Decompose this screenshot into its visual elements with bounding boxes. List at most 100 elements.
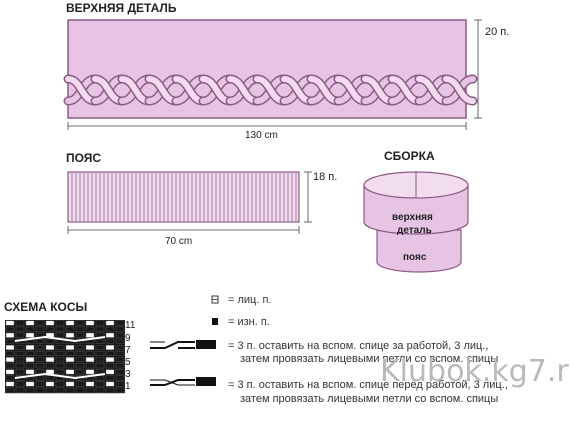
chart-cell: [85, 357, 95, 363]
chart-cell: [55, 369, 65, 375]
chart-cell: [85, 381, 95, 387]
chart-cell: [45, 326, 55, 332]
cable-cross-mark: [14, 335, 106, 343]
chart-cell: [45, 351, 55, 356]
row-number: 1: [125, 381, 131, 392]
chart-cell: [105, 387, 115, 393]
chart-cell: [105, 357, 115, 363]
assembly-lower-label: пояс: [403, 252, 427, 263]
belt-height-label: 18 п.: [313, 171, 337, 183]
chart-cell: [45, 363, 55, 369]
chart-cell: [65, 357, 75, 363]
chart-cell: [5, 369, 15, 375]
chart-cell: [25, 320, 35, 326]
assembly-belt-shape: [376, 229, 462, 273]
row-number: 9: [125, 333, 131, 344]
row-number: 7: [125, 345, 131, 356]
chart-cell: [105, 332, 115, 338]
chart-cell: [15, 351, 25, 356]
cable-back-symbol-icon: [150, 340, 216, 349]
chart-cell: [35, 326, 45, 332]
chart-cell: [45, 375, 55, 381]
row-number: 11: [125, 320, 136, 331]
chart-cell: [5, 338, 15, 344]
chart-cell: [35, 357, 45, 363]
chart-cell: [105, 375, 115, 381]
chart-cell: [65, 363, 75, 369]
chart-cell: [95, 357, 105, 363]
chart-cell: [45, 387, 55, 393]
chart-cell: [65, 351, 75, 356]
legend-cable-back-1: = 3 п. оставить на вспом. спице за работ…: [228, 340, 488, 352]
chart-cell: [65, 332, 75, 338]
chart-cell: [105, 369, 115, 375]
chart-cell: [5, 357, 15, 363]
chart-cell: [65, 369, 75, 375]
cable-braid: [63, 74, 478, 106]
chart-cell: [65, 345, 75, 350]
purl-symbol-icon: [212, 318, 218, 325]
chart-cell: [105, 351, 115, 356]
assembly-upper-label-1: верхняя: [392, 212, 433, 223]
chart-cell: [115, 369, 125, 375]
cable-chart-grid: [5, 320, 125, 394]
chart-cell: [5, 381, 15, 387]
chart-cell: [5, 345, 15, 350]
chart-cell: [35, 351, 45, 356]
chart-cell: [115, 363, 125, 369]
legend-knit: = лиц. п.: [228, 294, 271, 306]
chart-cell: [5, 363, 15, 369]
chart-cell: [5, 326, 15, 332]
chart-cell: [95, 345, 105, 350]
chart-cell: [105, 381, 115, 387]
chart-cell: [85, 320, 95, 326]
chart-cell: [55, 326, 65, 332]
row-numbers: 11 9 7 5 3 1: [125, 320, 136, 392]
chart-cell: [25, 332, 35, 338]
chart-cell: [55, 351, 65, 356]
chart-cell: [25, 363, 35, 369]
chart-cell: [85, 351, 95, 356]
chart-cell: [115, 338, 125, 344]
chart-cell: [55, 320, 65, 326]
chart-cell: [25, 326, 35, 332]
chart-cell: [75, 345, 85, 350]
chart-cell: [85, 345, 95, 350]
chart-cell: [25, 381, 35, 387]
chart-cell: [105, 326, 115, 332]
chart-cell: [55, 363, 65, 369]
top-height-label: 20 п.: [485, 26, 509, 38]
chart-cell: [75, 381, 85, 387]
chart-cell: [55, 345, 65, 350]
chart-cell: [35, 338, 45, 344]
chart-cell: [115, 345, 125, 350]
cable-front-symbol-icon: [150, 377, 216, 386]
chart-cell: [75, 363, 85, 369]
legend-cable-front-1: = 3 п. оставить на вспом. спице перед ра…: [228, 379, 508, 391]
chart-cell: [45, 320, 55, 326]
chart-cell: [75, 320, 85, 326]
chart-cell: [55, 357, 65, 363]
chart-cell: [75, 357, 85, 363]
chart-cell: [45, 345, 55, 350]
legend-cable-front-2: затем провязать лицевыми петли со вспом.…: [240, 393, 498, 405]
legend-cable-back-2: затем провязать лицевыми петли со вспом.…: [240, 353, 498, 365]
chart-cell: [105, 338, 115, 344]
cable-cross-mark: [14, 372, 106, 380]
row-number: 3: [125, 369, 131, 380]
top-width-label: 130 cm: [245, 130, 278, 141]
chart-cell: [85, 332, 95, 338]
top-piece-title: ВЕРХНЯЯ ДЕТАЛЬ: [66, 1, 177, 15]
chart-cell: [75, 369, 85, 375]
chart-cell: [105, 320, 115, 326]
chart-cell: [15, 326, 25, 332]
chart-cell: [25, 345, 35, 350]
chart-cell: [115, 326, 125, 332]
chart-cell: [105, 363, 115, 369]
chart-cell: [75, 326, 85, 332]
chart-cell: [55, 332, 65, 338]
chart-cell: [95, 363, 105, 369]
chart-cell: [45, 338, 55, 344]
grid-background: [5, 320, 125, 394]
